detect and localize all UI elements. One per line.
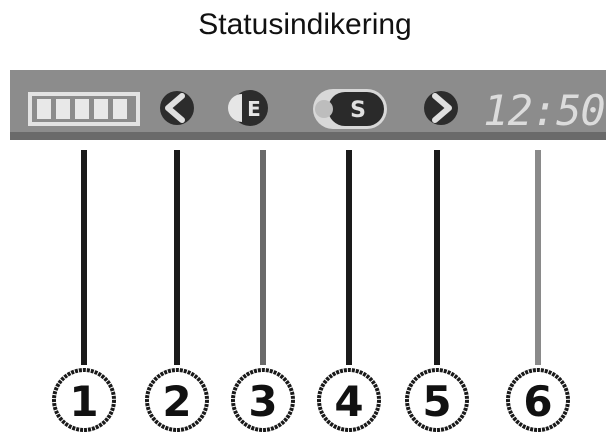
callout-line-4 bbox=[346, 150, 352, 365]
callout-4: 4 bbox=[317, 368, 381, 432]
indicator-e-icon: E bbox=[228, 90, 268, 126]
callout-circles: 1 2 3 4 5 6 bbox=[52, 368, 570, 432]
svg-text:E: E bbox=[247, 97, 261, 121]
callout-6: 6 bbox=[506, 368, 570, 432]
indicator-s-letter: S bbox=[350, 98, 366, 123]
clock-display: 12:50 bbox=[483, 86, 604, 135]
callout-line-6 bbox=[535, 150, 541, 365]
callout-number-2: 2 bbox=[162, 377, 191, 426]
callout-lines bbox=[81, 150, 541, 365]
callout-number-6: 6 bbox=[523, 377, 552, 426]
callout-line-5 bbox=[434, 150, 440, 365]
callout-number-1: 1 bbox=[69, 377, 98, 426]
callout-number-3: 3 bbox=[248, 377, 277, 426]
callout-line-2 bbox=[174, 150, 180, 365]
callout-5: 5 bbox=[405, 368, 469, 432]
status-bar bbox=[10, 70, 606, 140]
callout-number-5: 5 bbox=[422, 377, 451, 426]
diagram-title: Statusindikering bbox=[198, 8, 412, 41]
callout-line-1 bbox=[81, 150, 87, 365]
callout-2: 2 bbox=[145, 368, 209, 432]
status-bar-shadow bbox=[10, 132, 606, 140]
callout-3: 3 bbox=[231, 368, 295, 432]
battery-icon bbox=[28, 92, 140, 126]
callout-line-3 bbox=[260, 150, 266, 365]
callout-1: 1 bbox=[52, 368, 116, 432]
callout-number-4: 4 bbox=[334, 377, 363, 426]
arrow-right-icon bbox=[424, 91, 458, 125]
arrow-left-icon bbox=[160, 91, 194, 125]
indicator-s-icon: S bbox=[313, 89, 387, 129]
